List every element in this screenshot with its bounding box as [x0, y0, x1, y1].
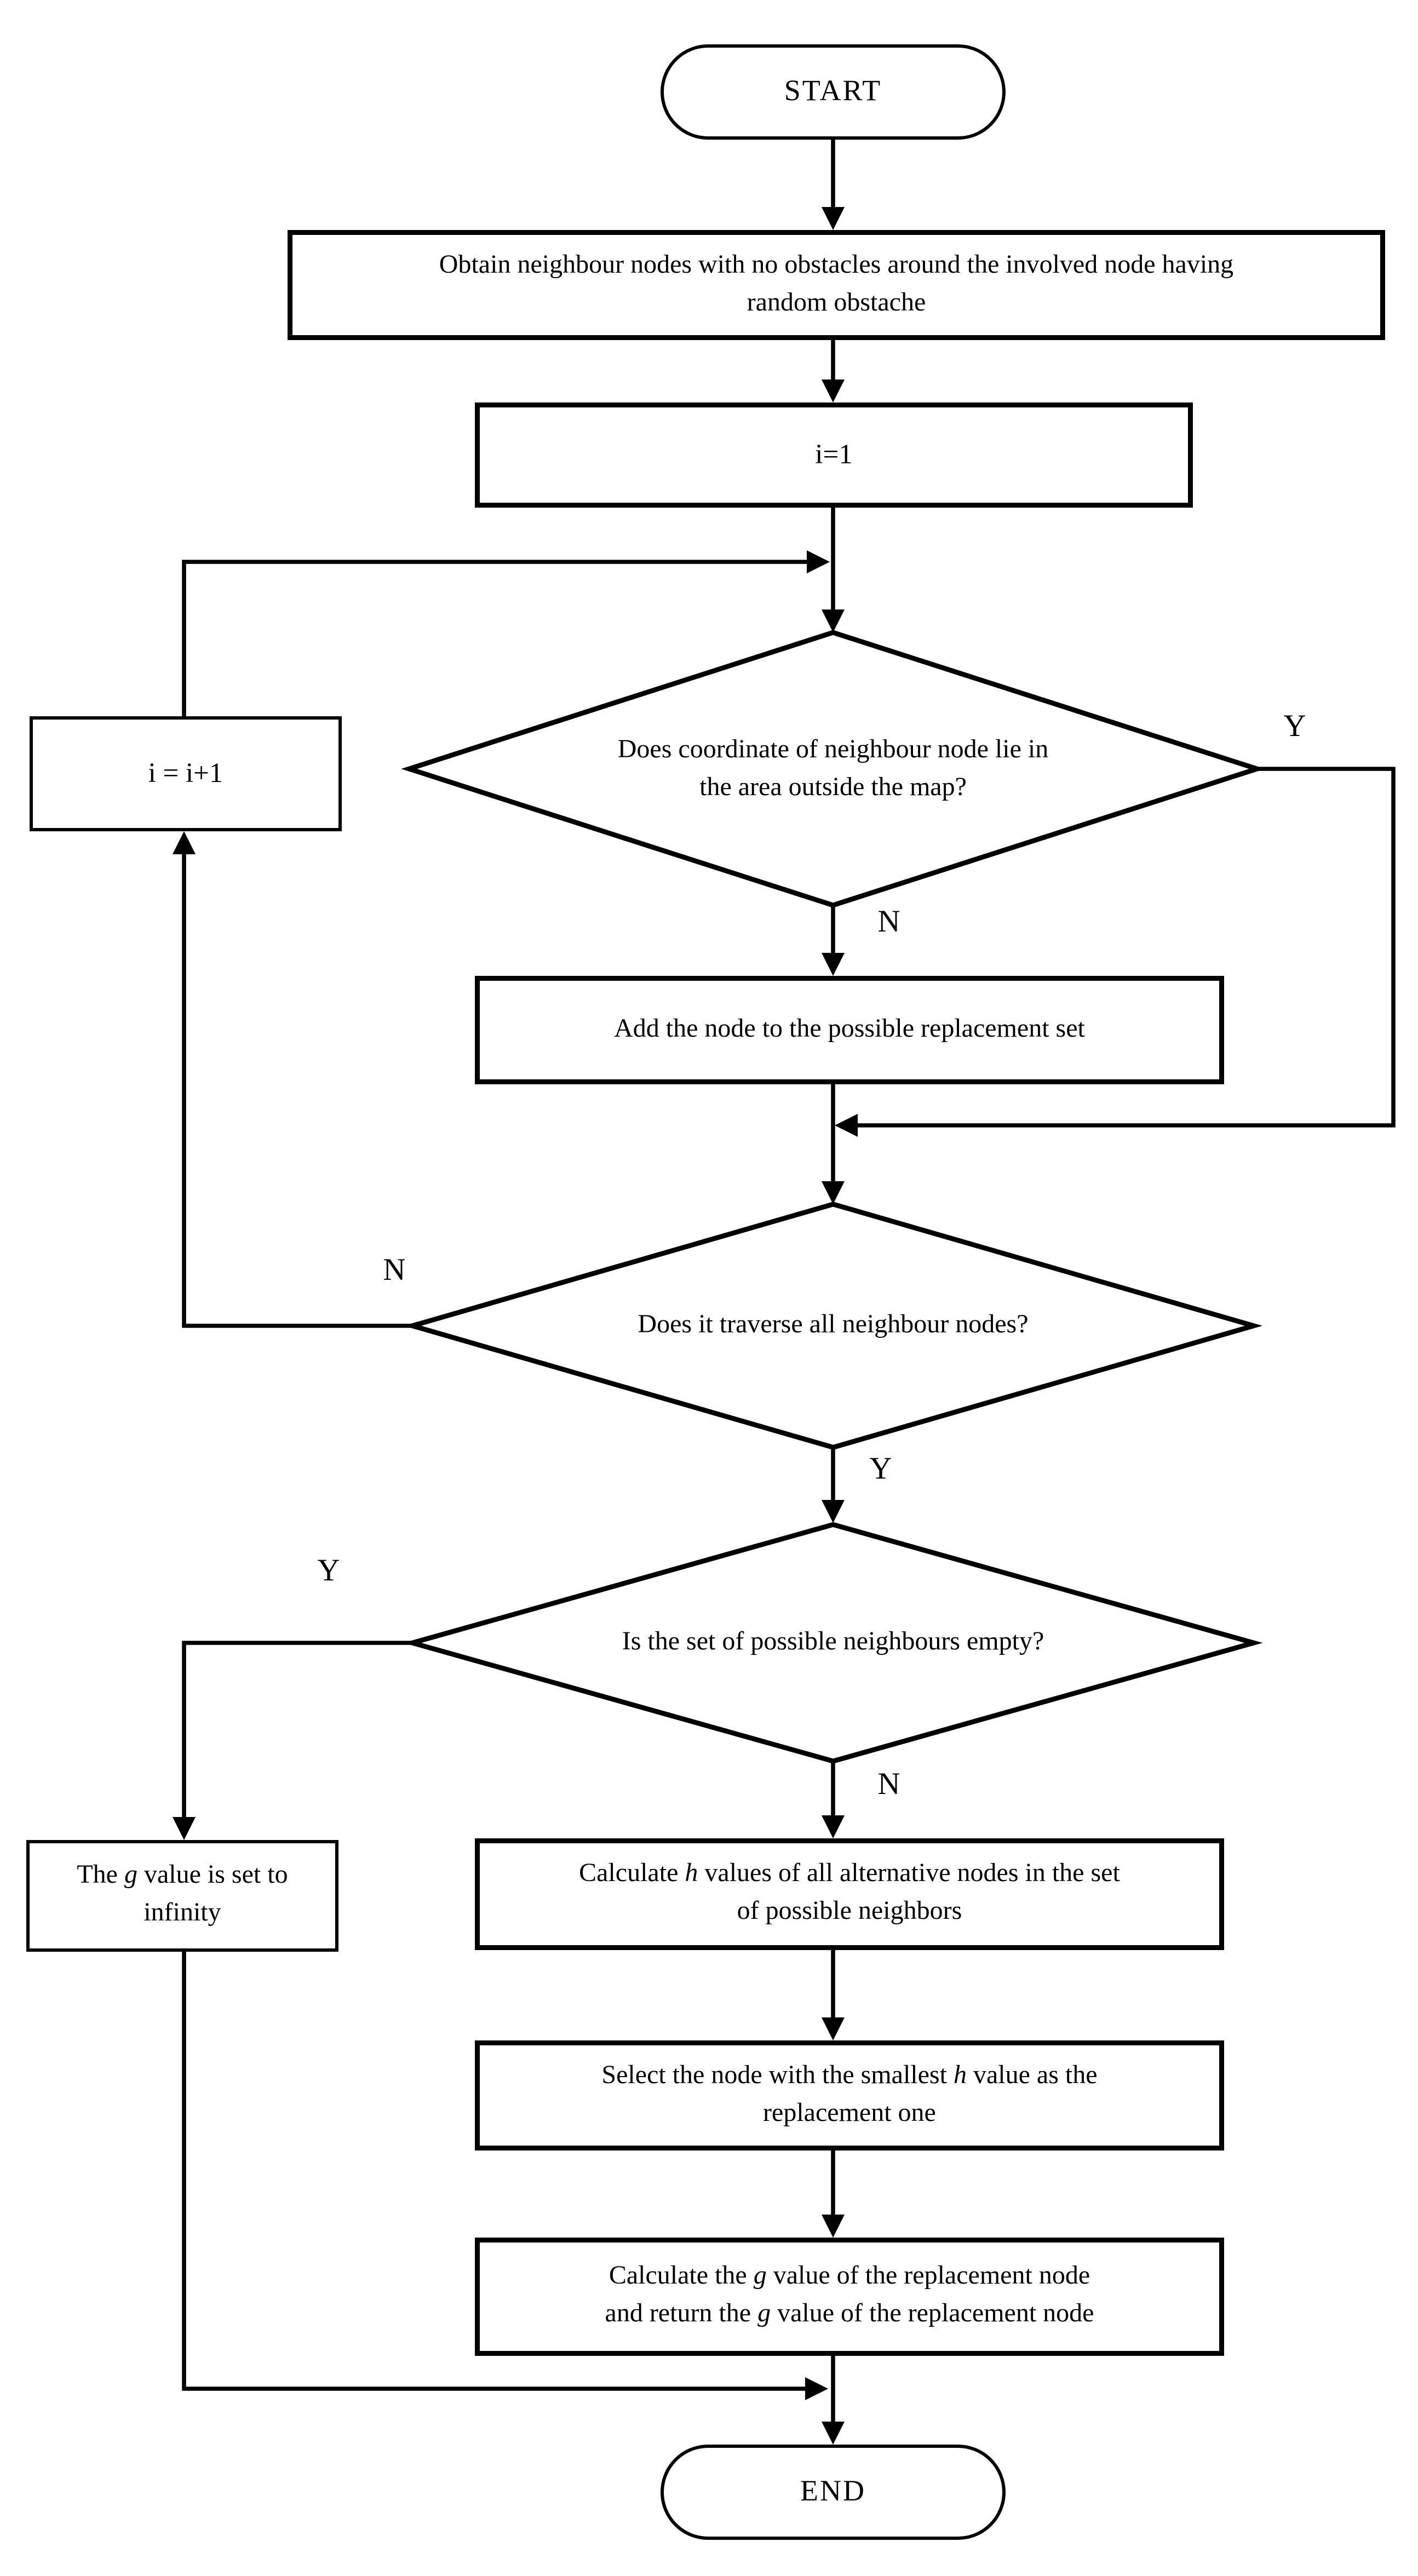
process-calc-h-text: Calculate h values of all alternative no…	[579, 1860, 1120, 1925]
start-terminator: START	[661, 44, 1006, 140]
process-select-node: Select the node with the smallest h valu…	[475, 2040, 1224, 2150]
process-increment-counter: i = i+1	[30, 716, 342, 831]
label-d3-yes: Y	[317, 1554, 340, 1589]
decision-set-empty	[403, 1522, 1263, 1764]
edge-select-to-calcg	[822, 2150, 845, 2238]
edge-d3-no	[822, 1761, 845, 1838]
edge-init-to-d1	[822, 508, 845, 633]
label-d2-no: N	[383, 1254, 406, 1288]
process-calc-g-text: Calculate the g value of the replacement…	[605, 2262, 1094, 2328]
edge-d1-yes	[835, 767, 1396, 1137]
process-add-node: Add the node to the possible replacement…	[475, 976, 1224, 1084]
process-calc-g: Calculate the g value of the replacement…	[475, 2238, 1224, 2356]
label-d3-no: N	[877, 1768, 900, 1802]
edge-d2-no	[173, 831, 412, 1328]
process-init-counter: i=1	[475, 403, 1193, 508]
edge-add-to-d2	[822, 1084, 845, 1204]
edge-increment-loopback	[182, 550, 830, 716]
edge-d2-yes	[822, 1447, 845, 1523]
process-obtain-text: Obtain neighbour nodes with no obstacles…	[439, 251, 1234, 317]
edge-d3-yes	[173, 1641, 412, 1840]
label-d1-yes: Y	[1283, 710, 1306, 744]
edge-start-to-obtain	[822, 140, 845, 230]
label-d2-yes: Y	[869, 1452, 892, 1487]
label-d1-no: N	[877, 905, 900, 940]
edge-ginf-to-end	[182, 1952, 828, 2400]
edge-calch-to-select	[822, 1950, 845, 2040]
decision-outside-map	[401, 630, 1265, 908]
process-increment-text: i = i+1	[148, 757, 223, 789]
decision-traverse-all	[403, 1201, 1263, 1450]
edge-obtain-to-init	[822, 340, 845, 403]
process-add-node-text: Add the node to the possible replacement…	[614, 1014, 1085, 1043]
edge-calcg-to-end	[822, 2356, 845, 2445]
process-obtain-neighbours: Obtain neighbour nodes with no obstacles…	[288, 230, 1385, 340]
process-calc-h: Calculate h values of all alternative no…	[475, 1838, 1224, 1950]
start-label: START	[784, 74, 882, 107]
end-terminator: END	[661, 2445, 1006, 2540]
edge-d1-no	[822, 905, 845, 976]
process-init-text: i=1	[815, 438, 853, 470]
end-label: END	[800, 2474, 866, 2508]
process-select-node-text: Select the node with the smallest h valu…	[601, 2061, 1098, 2127]
